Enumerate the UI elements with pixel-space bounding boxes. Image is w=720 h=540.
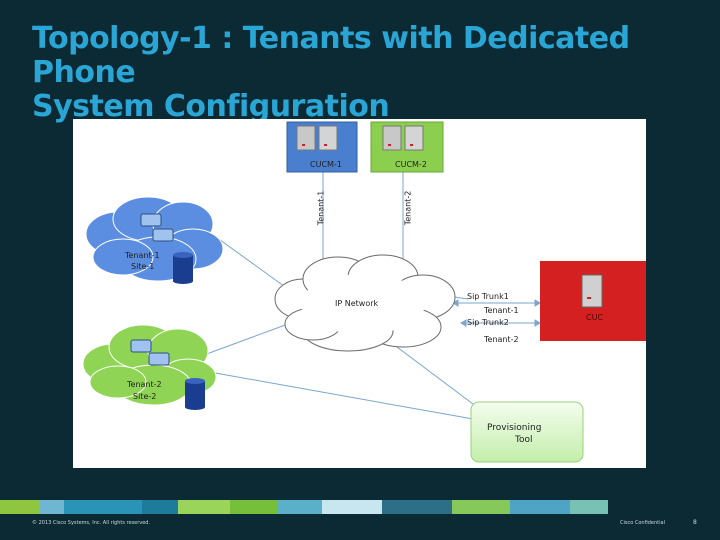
cuc-label: CUC — [586, 313, 603, 323]
footer-stripe-segment — [64, 500, 142, 514]
footer-copyright: © 2013 Cisco Systems, Inc. All rights re… — [32, 520, 150, 526]
footer-stripe-segment — [278, 500, 322, 514]
provisioning-label-line1: Provisioning — [487, 423, 541, 433]
sip-trunk2-label: Sip Trunk2 — [467, 318, 509, 328]
tenant2-database-icon — [185, 378, 205, 410]
link-tenant2-to-provisioning — [193, 369, 473, 419]
tenant2-trunk-label: Tenant-2 — [484, 335, 519, 345]
sip-trunk1-label: Sip Trunk1 — [467, 292, 509, 302]
provisioning-label-line2: Tool — [515, 435, 532, 445]
tenant1-vertical-link-label: Tenant-1 — [316, 191, 326, 226]
footer-stripe-segment — [0, 500, 40, 514]
footer-stripe-segment — [178, 500, 230, 514]
footer-color-stripe — [0, 500, 720, 514]
footer-stripe-segment — [40, 500, 64, 514]
topology-diagram: CUCM-1 CUCM-2 CUC Tenant-1 Tenant-2 IP N… — [73, 119, 646, 468]
tenant2-site-number: Site-2 — [133, 392, 156, 402]
tenant1-database-icon — [173, 252, 193, 284]
cucm1-label: CUCM-1 — [310, 160, 342, 170]
ip-network-label: IP Network — [335, 299, 378, 309]
footer-stripe-segment — [322, 500, 382, 514]
footer-stripe-segment — [570, 500, 608, 514]
footer-confidential: Cisco Confidential — [620, 520, 665, 526]
cucm2-label: CUCM-2 — [395, 160, 427, 170]
tenant1-site-number: Site-1 — [131, 262, 154, 272]
cuc-server-icon — [582, 275, 602, 307]
title-line-1: Topology-1 : Tenants with Dedicated Phon… — [32, 22, 702, 90]
tenant1-trunk-label: Tenant-1 — [484, 306, 519, 316]
footer-stripe-segment — [142, 500, 178, 514]
footer-stripe-segment — [510, 500, 570, 514]
tenant2-site-name: Tenant-2 — [127, 380, 162, 390]
footer-stripe-segment — [382, 500, 452, 514]
footer-stripe-segment — [230, 500, 278, 514]
footer-stripe-segment — [452, 500, 510, 514]
tenant2-vertical-link-label: Tenant-2 — [403, 191, 413, 226]
page-number: 8 — [693, 519, 697, 526]
tenant1-site-name: Tenant-1 — [125, 251, 160, 261]
topology-svg — [73, 119, 646, 468]
slide-title: Topology-1 : Tenants with Dedicated Phon… — [32, 22, 702, 124]
